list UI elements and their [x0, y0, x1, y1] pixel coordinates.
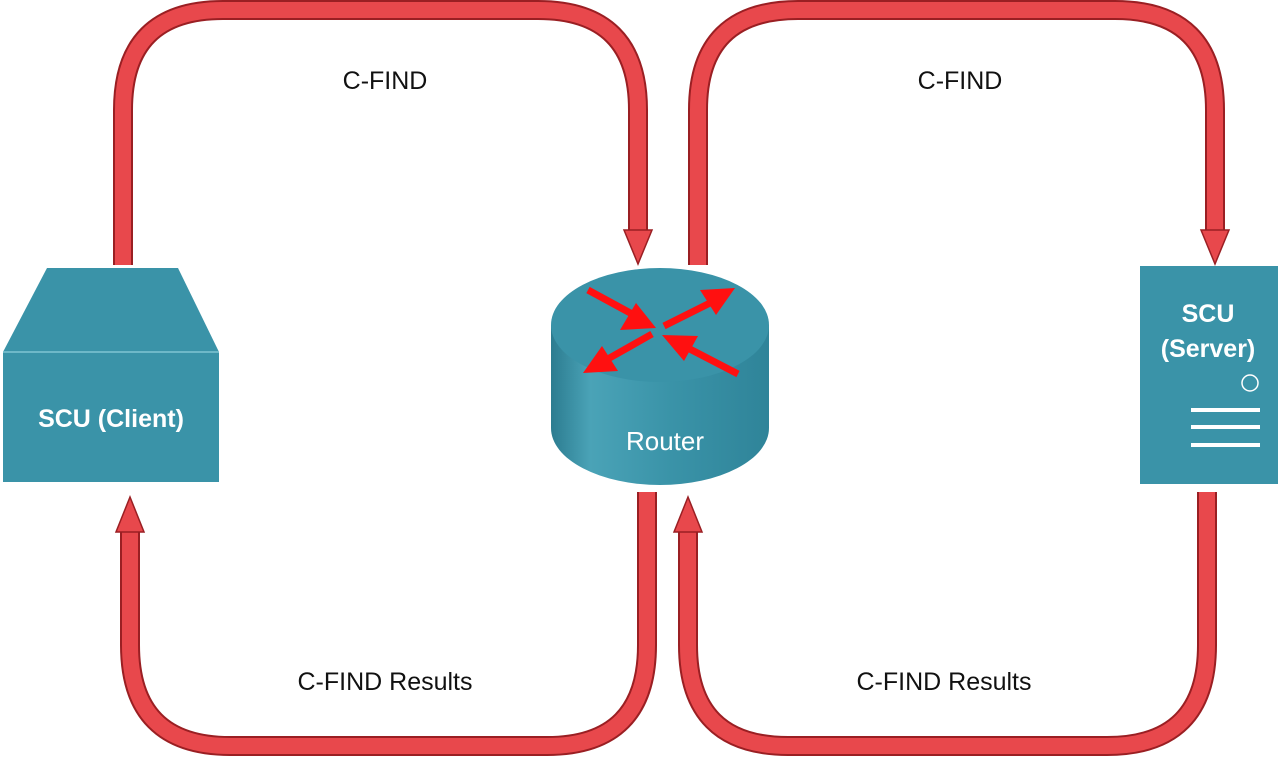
server-icon	[1140, 266, 1278, 484]
server-label-line2: (Server)	[1161, 335, 1256, 363]
flow-label-router-to-server: C-FIND	[918, 67, 1003, 95]
node-router: Router	[551, 268, 769, 485]
flow-label-client-to-router: C-FIND	[343, 67, 428, 95]
arrowhead-up-icon	[114, 494, 146, 533]
flow-label-router-to-client: C-FIND Results	[297, 668, 472, 696]
workstation-icon	[3, 268, 219, 482]
arrowhead-down-icon	[622, 229, 654, 266]
flow-server-to-router	[672, 492, 1217, 756]
flow-router-to-client	[114, 492, 657, 756]
flow-label-server-to-router: C-FIND Results	[856, 668, 1031, 696]
arrowhead-up-icon	[672, 494, 704, 533]
router-icon	[551, 268, 769, 485]
router-label: Router	[626, 426, 704, 456]
router-arrows-icon	[583, 286, 740, 378]
flow-router-to-server	[688, 0, 1231, 266]
node-client: SCU (Client)	[3, 268, 219, 482]
drive-slot-icon	[1191, 443, 1260, 447]
client-label: SCU (Client)	[38, 405, 184, 433]
node-server: SCU (Server)	[1140, 266, 1278, 484]
flow-client-to-router	[113, 0, 654, 266]
arrowhead-down-icon	[1199, 229, 1231, 266]
server-label-line1: SCU	[1182, 300, 1235, 328]
drive-slot-icon	[1191, 425, 1260, 429]
drive-slot-icon	[1191, 408, 1260, 412]
power-indicator-icon	[1241, 374, 1259, 392]
